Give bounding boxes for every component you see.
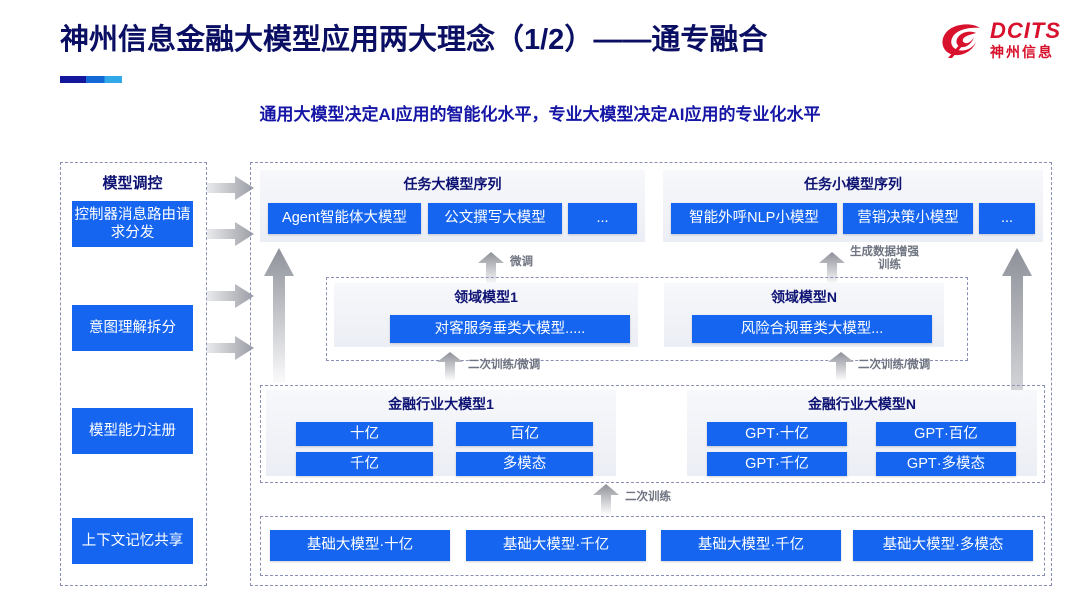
arrow-label-retrain-base: 二次训练 [625,491,671,503]
industry-model-1-item-1[interactable]: 十亿 [296,422,433,446]
task-small-item-more[interactable]: ... [979,203,1035,234]
task-large-item-label: Agent智能体大模型 [282,210,407,227]
arrow-label-fine-tune: 微调 [510,256,533,268]
task-small-item-label: 营销决策小模型 [857,210,959,227]
industry-model-1-item-3[interactable]: 千亿 [296,452,433,476]
foundation-models-container [260,516,1045,576]
arrow-label-retrain-left: 二次训练/微调 [468,359,541,371]
logo-brand-en: DCITS [990,18,1061,43]
industry-model-n-title: 金融行业大模型N [807,396,917,412]
logo-brand-cn: 神州信息 [990,44,1054,60]
industry-model-n-item-4[interactable]: GPT·多模态 [876,452,1016,476]
industry-model-item-label: 千亿 [350,455,379,472]
flow-arrow-right-4 [207,336,254,360]
dcits-logo-text: DCITS 神州信息 [990,20,1061,61]
task-small-title: 任务小模型序列 [804,176,902,192]
domain-model-n-item[interactable]: 风险合规垂类大模型... [692,315,932,343]
task-large-item-agent[interactable]: Agent智能体大模型 [268,203,421,234]
domain-model-1-item[interactable]: 对客服务垂类大模型..... [390,315,630,343]
domain-model-1-title: 领域模型1 [454,289,518,305]
task-small-item-label: 智能外呼NLP小模型 [689,210,819,227]
sidebar-item-label: 控制器消息路由请求分发 [74,206,191,241]
foundation-item-label: 基础大模型·多模态 [882,537,1004,554]
arrow-label-retrain-right: 二次训练/微调 [858,359,931,371]
flow-arrow-up-retrain-right [828,352,854,380]
task-small-item-marketing[interactable]: 营销决策小模型 [843,203,973,234]
sidebar-item-controller-routing[interactable]: 控制器消息路由请求分发 [72,201,193,247]
industry-model-item-label: GPT·十亿 [745,425,809,442]
flow-arrow-up-data-augment [819,252,845,284]
page-title: 神州信息金融大模型应用两大理念（1/2）——通专融合 [60,24,768,56]
sidebar-container [60,162,207,586]
industry-model-item-label: GPT·多模态 [906,455,986,472]
arrow-label-data-augment-line1: 生成数据增强 [850,246,919,258]
task-large-item-label: ... [596,210,609,227]
task-large-item-document[interactable]: 公文撰写大模型 [428,203,562,234]
foundation-item-1[interactable]: 基础大模型·十亿 [270,530,450,561]
sidebar-item-capability-registry[interactable]: 模型能力注册 [72,408,193,454]
architecture-container [250,162,1052,586]
dcits-logo: DCITS 神州信息 [940,18,1070,70]
task-small-item-nlp[interactable]: 智能外呼NLP小模型 [671,203,837,234]
title-underline-accent [60,76,122,83]
page-subtitle: 通用大模型决定AI应用的智能化水平，专业大模型决定AI应用的专业化水平 [259,105,821,124]
industry-model-1-item-2[interactable]: 百亿 [456,422,593,446]
industry-model-n-item-3[interactable]: GPT·千亿 [707,452,847,476]
sidebar-item-intent-understanding[interactable]: 意图理解拆分 [72,305,193,351]
sidebar-item-context-memory[interactable]: 上下文记忆共享 [72,518,193,564]
sidebar-title: 模型调控 [102,175,163,192]
flow-arrow-up-left-tall [264,248,294,383]
arrow-label-data-augment-line2: 训练 [878,259,901,271]
flow-arrow-up-fine-tune [478,252,504,284]
task-large-item-more[interactable]: ... [568,203,637,234]
flow-arrow-right-1 [207,176,254,200]
domain-models-container [326,277,968,361]
industry-model-1-item-4[interactable]: 多模态 [456,452,593,476]
domain-model-n-item-label: 风险合规垂类大模型... [740,320,884,337]
industry-model-item-label: 多模态 [502,455,547,472]
dcits-logo-mark-icon [942,24,980,58]
sidebar-item-label: 模型能力注册 [89,422,176,439]
industry-model-item-label: 百亿 [510,425,539,442]
industry-model-n-item-1[interactable]: GPT·十亿 [707,422,847,446]
task-small-item-label: ... [1000,210,1014,227]
task-large-item-label: 公文撰写大模型 [444,210,546,227]
industry-model-item-label: 十亿 [350,425,379,442]
flow-arrow-up-retrain-base [593,484,619,514]
foundation-item-4[interactable]: 基础大模型·多模态 [853,530,1033,561]
industry-models-container [260,385,1045,483]
industry-model-item-label: GPT·百亿 [914,425,978,442]
domain-model-1-item-label: 对客服务垂类大模型..... [434,320,586,337]
foundation-item-label: 基础大模型·十亿 [306,537,414,554]
industry-model-n-item-2[interactable]: GPT·百亿 [876,422,1016,446]
flow-arrow-up-right-tall [1002,248,1032,474]
sidebar-item-label: 意图理解拆分 [89,319,176,336]
foundation-item-label: 基础大模型·千亿 [502,537,610,554]
flow-arrow-right-2 [207,222,254,246]
industry-model-item-label: GPT·千亿 [745,455,809,472]
sidebar-item-label: 上下文记忆共享 [81,532,184,549]
industry-model-1-title: 金融行业大模型1 [388,396,494,412]
domain-model-n-title: 领域模型N [770,289,838,305]
flow-arrow-right-3 [207,284,254,308]
flow-arrow-up-retrain-left [437,352,463,380]
foundation-item-3[interactable]: 基础大模型·千亿 [661,530,841,561]
task-large-title: 任务大模型序列 [403,176,502,192]
foundation-item-2[interactable]: 基础大模型·千亿 [466,530,646,561]
foundation-item-label: 基础大模型·千亿 [697,537,805,554]
